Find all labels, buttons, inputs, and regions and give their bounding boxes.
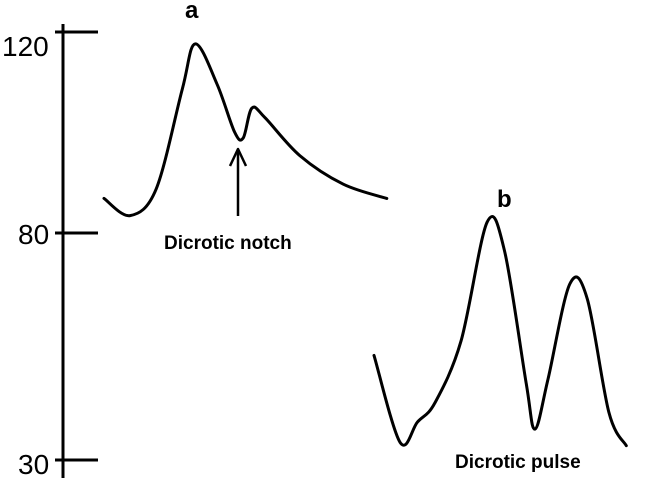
y-tick-label-80: 80 xyxy=(18,219,49,250)
y-tick-label-120: 120 xyxy=(2,31,49,62)
annotation-dicrotic-pulse: Dicrotic pulse xyxy=(455,452,581,473)
annotation-dicrotic-notch: Dicrotic notch xyxy=(164,233,292,254)
waveform-b xyxy=(372,215,628,448)
notch-arrow-head xyxy=(228,147,248,167)
panel-label-a: a xyxy=(185,0,199,24)
waveform-a xyxy=(102,42,389,218)
y-tick-label-30: 30 xyxy=(18,449,49,480)
panel-label-b: b xyxy=(497,186,512,213)
